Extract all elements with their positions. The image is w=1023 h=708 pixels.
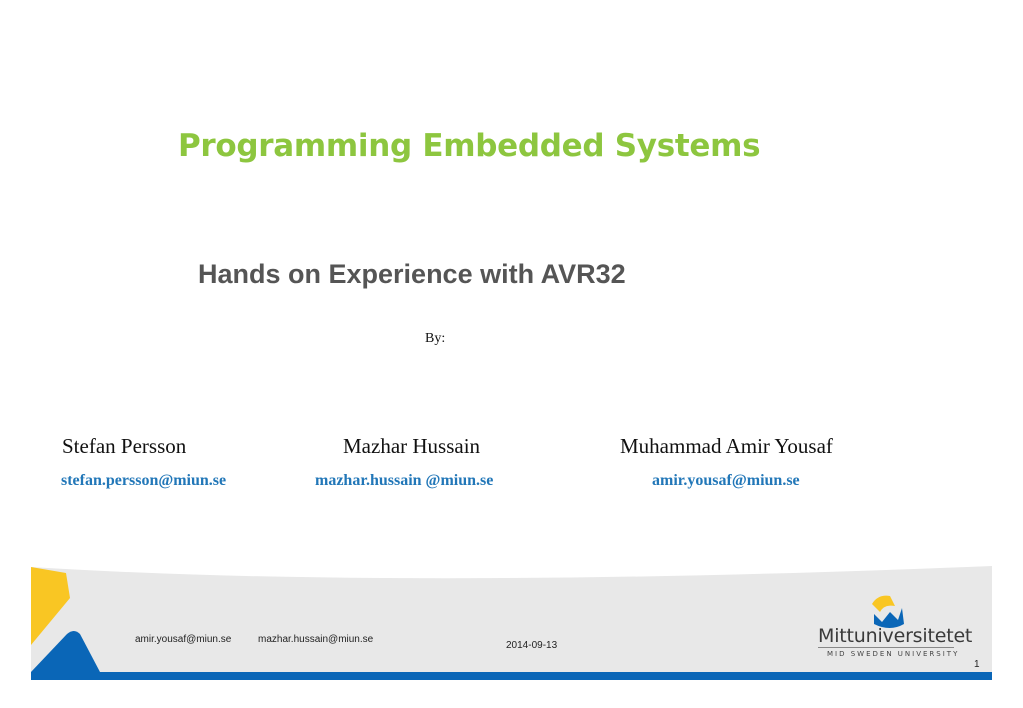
yellow-accent-shape [31,567,70,645]
author-email-1[interactable]: stefan.persson@miun.se [61,472,227,489]
author-email-3[interactable]: amir.yousaf@miun.se [652,472,800,489]
page-number: 1 [974,659,980,670]
blue-accent-shape [31,631,100,672]
footer-date: 2014-09-13 [506,640,558,651]
author-email-2[interactable]: mazhar.hussain @miun.se [315,472,494,489]
slide-subtitle: Hands on Experience with AVR32 [198,259,626,289]
university-logo-tagline: MID SWEDEN UNIVERSITY [827,650,960,658]
university-logo-icon [872,595,904,628]
logo-divider [818,647,954,648]
footer-email-2: mazhar.hussain@miun.se [258,634,374,645]
footer-blue-bar [31,672,992,680]
by-label: By: [425,331,446,346]
slide-title: Programming Embedded Systems [178,128,761,164]
footer-email-1: amir.yousaf@miun.se [135,634,232,645]
university-logo-name: Mittuniversitetet [818,625,973,647]
author-name-3: Muhammad Amir Yousaf [620,434,833,458]
author-name-1: Stefan Persson [62,434,187,458]
author-name-2: Mazhar Hussain [343,434,481,458]
